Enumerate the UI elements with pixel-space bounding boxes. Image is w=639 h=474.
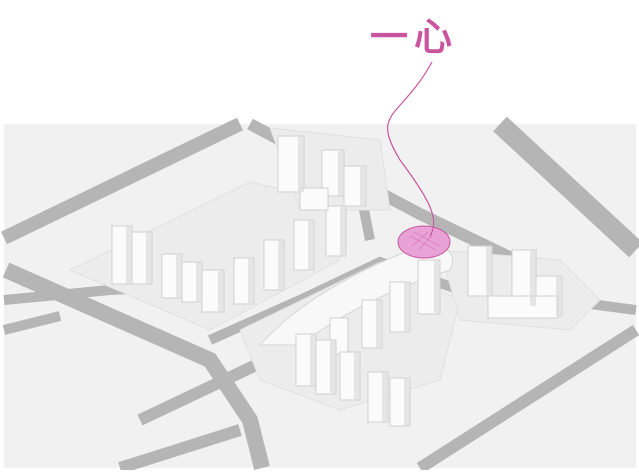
highlighted-core-ellipse xyxy=(397,225,451,259)
core-hatching xyxy=(409,231,441,251)
core-label: 一心 xyxy=(370,15,459,59)
building-shading xyxy=(126,136,562,426)
leader-line xyxy=(387,61,435,237)
